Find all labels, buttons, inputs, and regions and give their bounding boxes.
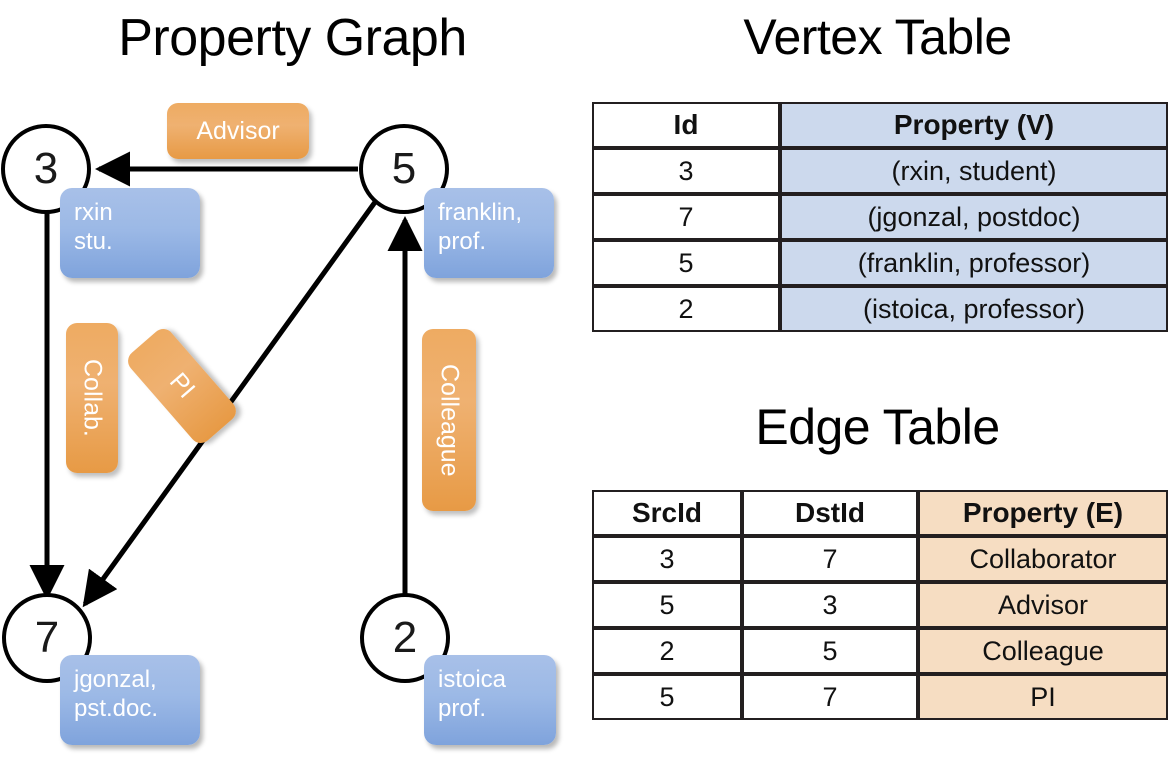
edge-label-colleague: Colleague [422,329,476,511]
vertex-table-cell-id: 5 [592,240,780,286]
vertex-table-cell-id: 3 [592,148,780,194]
edge-table-cell-property: PI [918,674,1168,720]
vertex-node-5-label: 5 [391,144,417,193]
edge-table-cell-dstid: 7 [742,674,918,720]
vertex-table-header-row: Id Property (V) [592,102,1168,148]
vertex-property-2-name: istoica [438,666,507,693]
vertex-property-box-7: jgonzal, pst.doc. [60,655,200,745]
vertex-property-2-role: prof. [438,695,487,723]
vertex-table-cell-property: (franklin, professor) [780,240,1168,286]
edge-table-cell-property: Collaborator [918,536,1168,582]
vertex-node-2-label: 2 [392,613,418,662]
edge-table-cell-property: Colleague [918,628,1168,674]
property-graph-diagram: 3 5 7 2 rxin stu. franklin, prof. jgonza… [0,80,585,760]
edge-label-collab: Collab. [66,323,118,473]
edge-label-pi-text: PI [164,367,201,404]
vertex-property-7-role: pst.doc. [74,695,159,723]
vertex-property-3-role: stu. [74,228,113,256]
edge-label-colleague-text: Colleague [435,363,464,477]
table-row[interactable]: 5 (franklin, professor) [592,240,1168,286]
table-row[interactable]: 3 7 Collaborator [592,536,1168,582]
edge-table-cell-property: Advisor [918,582,1168,628]
vertex-property-box-2: istoica prof. [424,655,556,745]
edge-table-cell-dstid: 7 [742,536,918,582]
edge-table-header-srcid: SrcId [592,490,742,536]
edge-label-advisor-text: Advisor [196,116,280,145]
vertex-table-cell-id: 2 [592,286,780,332]
edge-table-cell-dstid: 3 [742,582,918,628]
edge-table-header-row: SrcId DstId Property (E) [592,490,1168,536]
edge-table-cell-srcid: 5 [592,674,742,720]
vertex-table-header-property: Property (V) [780,102,1168,148]
edge-table-header-property: Property (E) [918,490,1168,536]
vertex-property-box-3: rxin stu. [60,188,200,278]
vertex-table: Id Property (V) 3 (rxin, student) 7 (jgo… [592,102,1168,332]
table-row[interactable]: 2 5 Colleague [592,628,1168,674]
edge-table-cell-srcid: 3 [592,536,742,582]
vertex-table-cell-property: (istoica, professor) [780,286,1168,332]
table-row[interactable]: 3 (rxin, student) [592,148,1168,194]
page-title-edge-table: Edge Table [755,399,1000,455]
vertex-table-cell-property: (jgonzal, postdoc) [780,194,1168,240]
edge-label-advisor: Advisor [167,103,309,159]
vertex-table-cell-property: (rxin, student) [780,148,1168,194]
vertex-table-cell-id: 7 [592,194,780,240]
table-row[interactable]: 2 (istoica, professor) [592,286,1168,332]
vertex-property-5-role: prof. [438,228,487,256]
edge-table-header-dstid: DstId [742,490,918,536]
vertex-property-5-name: franklin, [438,199,523,226]
vertex-table-header-id: Id [592,102,780,148]
page-title-vertex-table: Vertex Table [743,9,1012,65]
edge-table-cell-srcid: 5 [592,582,742,628]
edge-label-collab-text: Collab. [78,359,107,437]
vertex-node-5[interactable]: 5 [359,124,449,214]
edge-table: SrcId DstId Property (E) 3 7 Collaborato… [592,490,1168,720]
vertex-node-7-label: 7 [34,613,60,662]
vertex-node-3[interactable]: 3 [1,124,91,214]
table-row[interactable]: 5 7 PI [592,674,1168,720]
table-row[interactable]: 7 (jgonzal, postdoc) [592,194,1168,240]
vertex-property-box-5: franklin, prof. [424,188,554,278]
page-title-property-graph: Property Graph [118,9,467,67]
edge-table-cell-srcid: 2 [592,628,742,674]
table-row[interactable]: 5 3 Advisor [592,582,1168,628]
vertex-property-7-name: jgonzal, [74,666,157,693]
vertex-property-3-name: rxin [74,199,113,226]
edge-table-cell-dstid: 5 [742,628,918,674]
vertex-node-3-label: 3 [33,144,59,193]
